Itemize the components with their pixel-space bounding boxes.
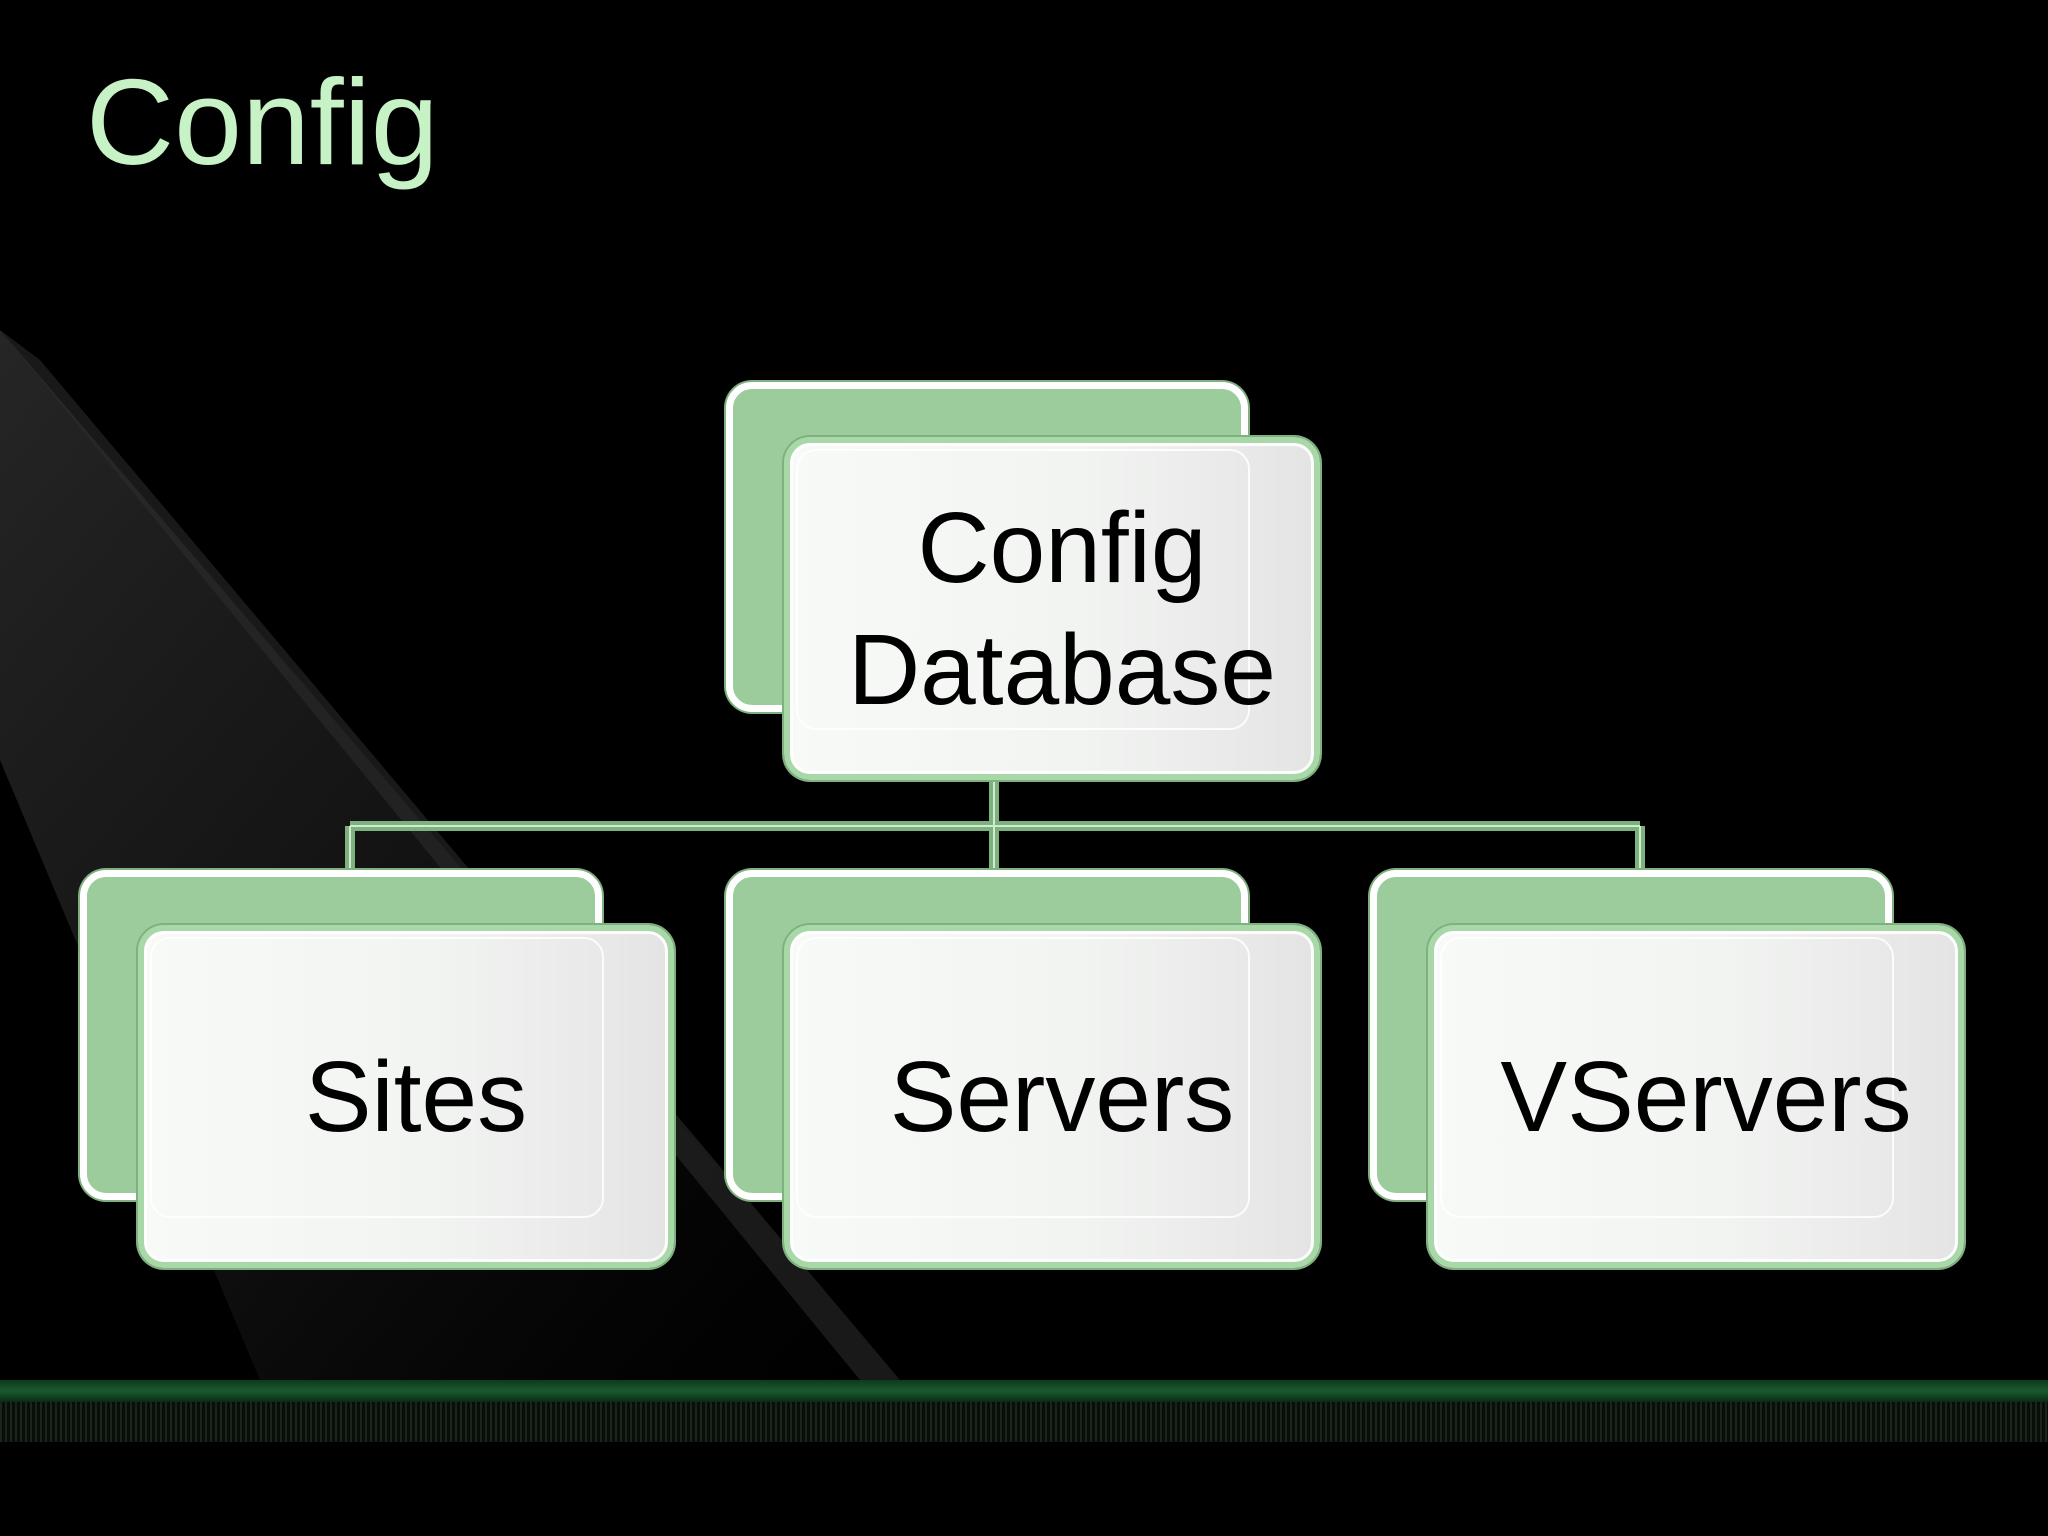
node-front-card: VServers	[1428, 925, 1964, 1268]
node-vservers: VServers	[1370, 870, 1966, 1270]
node-servers: Servers	[726, 870, 1322, 1270]
slide-title: Config	[86, 54, 439, 190]
node-label: Config Database	[847, 491, 1277, 726]
footer-hatch-texture	[0, 1402, 2048, 1442]
footer-band	[0, 1380, 2048, 1402]
node-label: Sites	[304, 1040, 528, 1153]
node-front-card: Servers	[784, 925, 1320, 1268]
node-sites: Sites	[80, 870, 676, 1270]
node-front-card: Sites	[138, 925, 674, 1268]
footer-area	[0, 1442, 2048, 1536]
node-label: Servers	[889, 1040, 1235, 1153]
node-config-database: Config Database	[726, 382, 1322, 782]
node-label: VServers	[1500, 1040, 1912, 1153]
node-front-card: Config Database	[784, 437, 1320, 780]
